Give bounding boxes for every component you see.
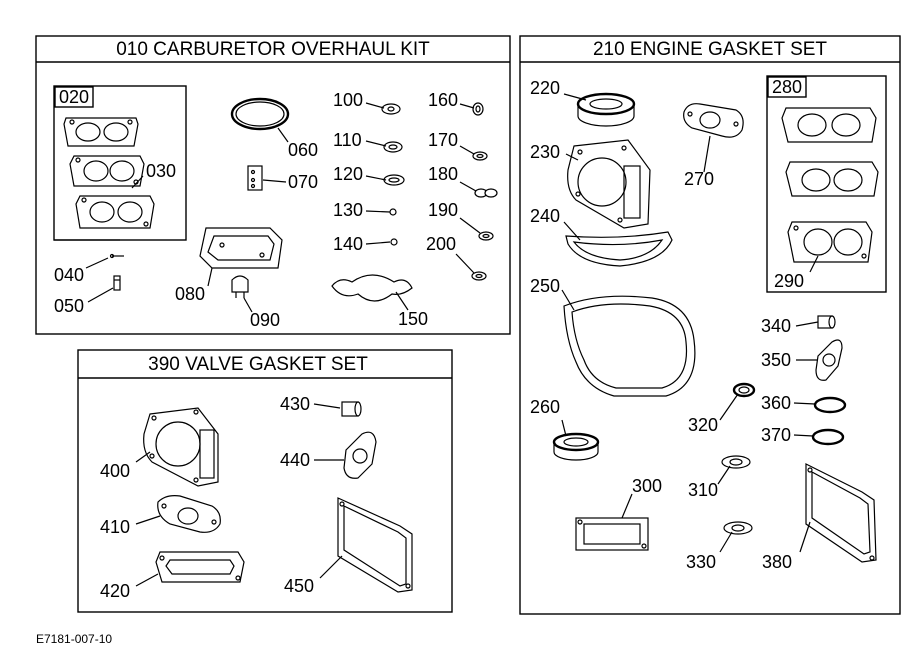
gasket-350 <box>815 339 843 381</box>
gasket-240 <box>565 231 673 267</box>
callout-420: 420 <box>100 581 130 601</box>
gasket-270 <box>683 103 744 138</box>
o-ring-370 <box>811 428 845 446</box>
callout-290: 290 <box>774 271 804 291</box>
callout-160: 160 <box>428 90 458 110</box>
gasket-440 <box>343 431 377 479</box>
engine-gasket-title: 210 ENGINE GASKET SET <box>593 39 827 60</box>
cover-gasket-450 <box>337 497 413 593</box>
subkit-label-280: 280 <box>772 77 802 97</box>
callout-040: 040 <box>54 265 84 285</box>
callout-070: 070 <box>288 172 318 192</box>
o-ring-060 <box>230 97 290 131</box>
washer-190 <box>478 231 494 241</box>
callout-310: 310 <box>688 480 718 500</box>
callout-360: 360 <box>761 393 791 413</box>
engine-gasket-panel: 210 ENGINE GASKET SET 280 <box>519 35 901 615</box>
gasket-290 <box>787 221 873 263</box>
part-160 <box>472 102 484 116</box>
part-040 <box>109 253 124 259</box>
gasket-420 <box>155 551 245 583</box>
callout-100: 100 <box>333 90 363 110</box>
sleeve-340 <box>817 315 836 329</box>
washer-120 <box>383 174 405 186</box>
callout-400: 400 <box>100 461 130 481</box>
callout-260: 260 <box>530 397 560 417</box>
part-050 <box>113 275 121 291</box>
callout-140: 140 <box>333 234 363 254</box>
washer-200 <box>471 271 487 281</box>
callout-060: 060 <box>288 140 318 160</box>
callout-110: 110 <box>333 130 362 150</box>
callout-230: 230 <box>530 142 560 162</box>
washer-170 <box>472 151 488 161</box>
o-ring-360 <box>813 396 847 414</box>
oil-seal-320 <box>732 382 756 398</box>
callout-240: 240 <box>530 206 560 226</box>
engine-leader-lines <box>561 93 819 553</box>
carburetor-kit-title: 010 CARBURETOR OVERHAUL KIT <box>116 39 430 60</box>
callout-250: 250 <box>530 276 560 296</box>
head-gasket-400 <box>143 407 219 487</box>
gasket-410 <box>157 495 221 533</box>
gasket-020-b <box>69 155 145 187</box>
callout-270: 270 <box>684 169 714 189</box>
subkit-label-020: 020 <box>59 87 89 107</box>
callout-030: 030 <box>146 161 176 181</box>
valve-gasket-panel: 390 VALVE GASKET SET <box>77 349 453 613</box>
callout-330: 330 <box>686 552 716 572</box>
valve-gasket-title: 390 VALVE GASKET SET <box>148 354 368 375</box>
gasket-300 <box>575 517 649 551</box>
callout-320: 320 <box>688 415 718 435</box>
oil-seal-260 <box>552 432 600 461</box>
callout-170: 170 <box>428 130 458 150</box>
callout-350: 350 <box>761 350 791 370</box>
gasket-020-a <box>63 117 139 147</box>
callout-150: 150 <box>398 309 428 329</box>
callout-050: 050 <box>54 296 84 316</box>
callout-190: 190 <box>428 200 458 220</box>
gasket-310 <box>721 455 751 469</box>
sleeve-430 <box>341 401 362 417</box>
washer-110 <box>383 141 403 153</box>
callout-410: 410 <box>100 517 130 537</box>
head-gasket-230 <box>567 139 651 229</box>
gasket-330 <box>723 521 753 535</box>
carburetor-leader-lines <box>85 102 481 313</box>
figure-id: E7181-007-10 <box>36 632 112 646</box>
clip-090 <box>231 275 249 298</box>
plate-070 <box>247 165 263 191</box>
gasket-080 <box>199 227 283 269</box>
callout-180: 180 <box>428 164 458 184</box>
callout-130: 130 <box>333 200 363 220</box>
screw-140 <box>390 238 398 246</box>
valve-leader-lines <box>135 403 344 587</box>
callout-300: 300 <box>632 476 662 496</box>
washer-100 <box>381 103 401 115</box>
callout-090: 090 <box>250 310 280 330</box>
callout-450: 450 <box>284 576 314 596</box>
callout-120: 120 <box>333 164 363 184</box>
callout-440: 440 <box>280 450 310 470</box>
callout-430: 430 <box>280 394 310 414</box>
callout-200: 200 <box>426 234 456 254</box>
gasket-030 <box>75 195 155 229</box>
cover-gasket-380 <box>805 463 877 563</box>
gasket-280-b <box>785 161 879 197</box>
callout-080: 080 <box>175 284 205 304</box>
screw-130 <box>389 208 397 216</box>
crankcase-gasket-250 <box>563 295 696 397</box>
oil-seal-220 <box>576 92 636 127</box>
part-180 <box>474 188 498 198</box>
callout-370: 370 <box>761 425 791 445</box>
callout-380: 380 <box>762 552 792 572</box>
callout-220: 220 <box>530 78 560 98</box>
callout-340: 340 <box>761 316 791 336</box>
gasket-280-a <box>781 107 877 143</box>
gasket-150 <box>331 274 413 302</box>
